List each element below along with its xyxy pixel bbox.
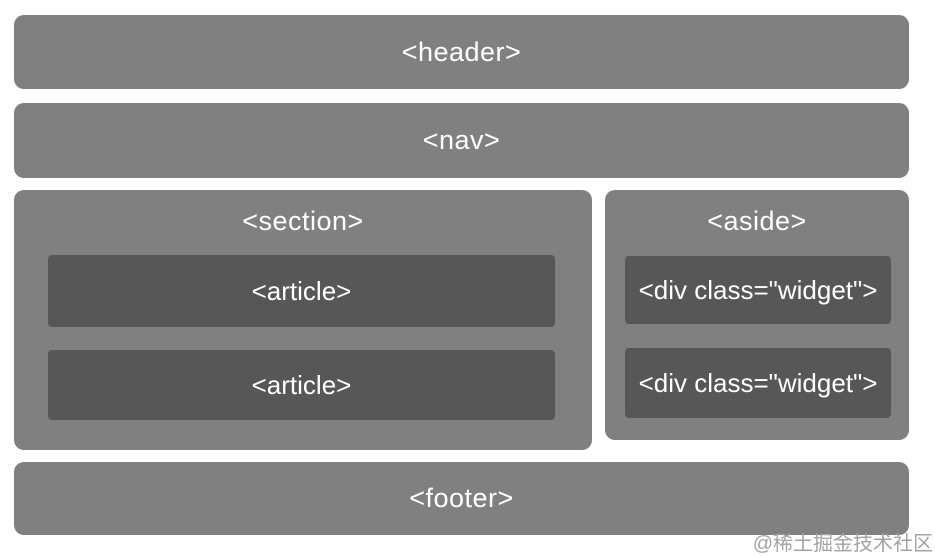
header-box: <header> [14,15,909,89]
article-box: <article> [48,350,555,420]
footer-box: <footer> [14,462,909,535]
aside-label-row: <aside> [605,190,909,252]
nav-box: <nav> [14,103,909,178]
aside-label: <aside> [707,205,807,236]
header-label: <header> [401,36,522,67]
watermark: @稀土掘金技术社区 [752,533,933,555]
section-label: <section> [242,205,364,236]
aside-box: <aside> <div class="widget"> <div class=… [605,190,909,440]
section-label-row: <section> [14,190,592,252]
footer-label: <footer> [409,483,514,513]
widget-label: <div class="widget"> [638,274,878,305]
article-label: <article> [251,275,352,306]
widget-box: <div class="widget"> [625,348,891,418]
article-box: <article> [48,255,555,327]
section-box: <section> <article> <article> [14,190,592,450]
widget-label: <div class="widget"> [638,367,878,398]
article-label: <article> [251,369,352,400]
widget-box: <div class="widget"> [625,256,891,324]
nav-label: <nav> [422,125,501,155]
